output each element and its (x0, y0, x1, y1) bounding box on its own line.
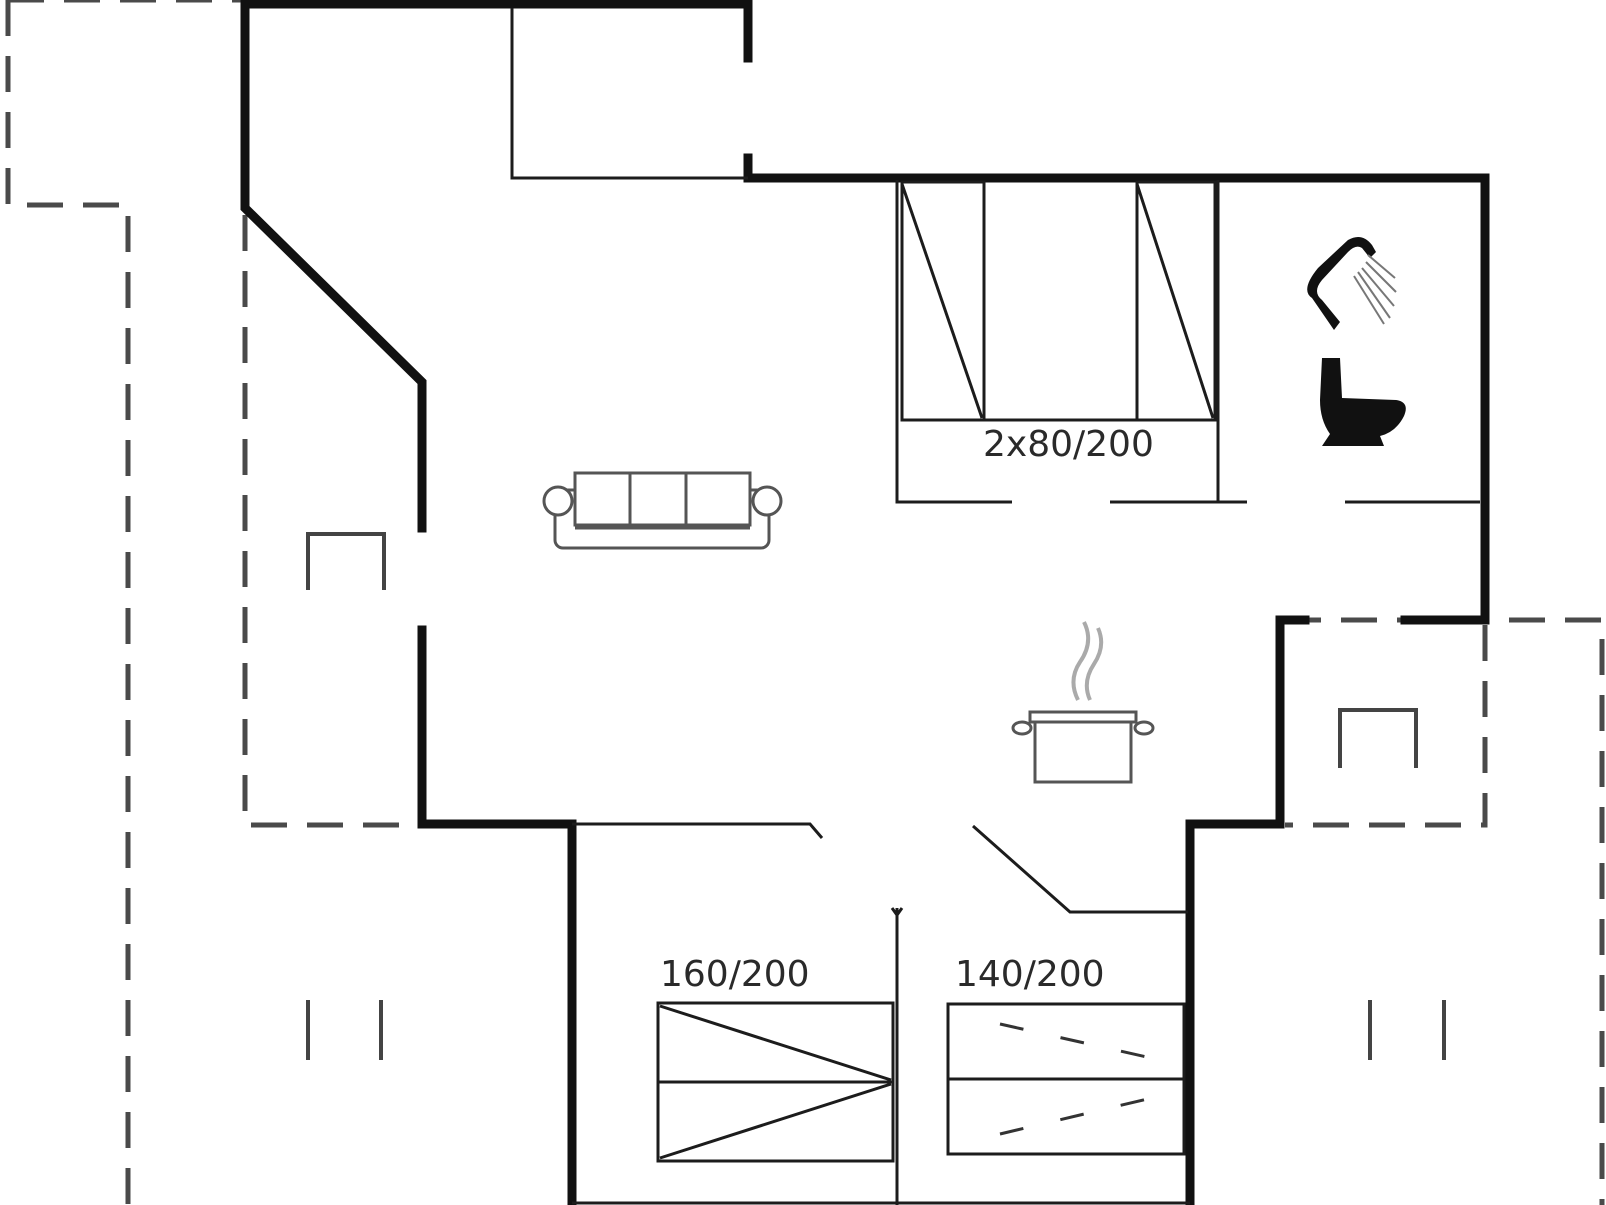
bed-icon: 140/200 (946, 954, 1186, 1156)
shower-icon (1307, 236, 1397, 330)
dashed-outline-terrace-left (242, 215, 420, 828)
dashed-outline-terrace-right (1285, 617, 1605, 1205)
table-icon (306, 532, 386, 590)
dashed-outline-left (5, 0, 245, 1205)
bed-icon: 160/200 (656, 954, 895, 1163)
bench-left (306, 1000, 383, 1060)
bed-icon (900, 180, 986, 422)
bed-label-160: 160/200 (660, 954, 810, 995)
sofa-icon (542, 471, 783, 550)
table-icon (1338, 708, 1418, 768)
exterior-walls (240, 0, 1490, 1205)
bed-label-twin: 2x80/200 (983, 424, 1154, 465)
twin-beds: 2x80/200 (900, 180, 1217, 465)
toilet-icon (1320, 358, 1406, 446)
cooking-pot-icon (1011, 621, 1155, 784)
interior-walls (510, 8, 1480, 1205)
bench-right (1368, 1000, 1446, 1060)
bed-icon (1135, 180, 1217, 422)
bed-label-140: 140/200 (955, 954, 1105, 995)
